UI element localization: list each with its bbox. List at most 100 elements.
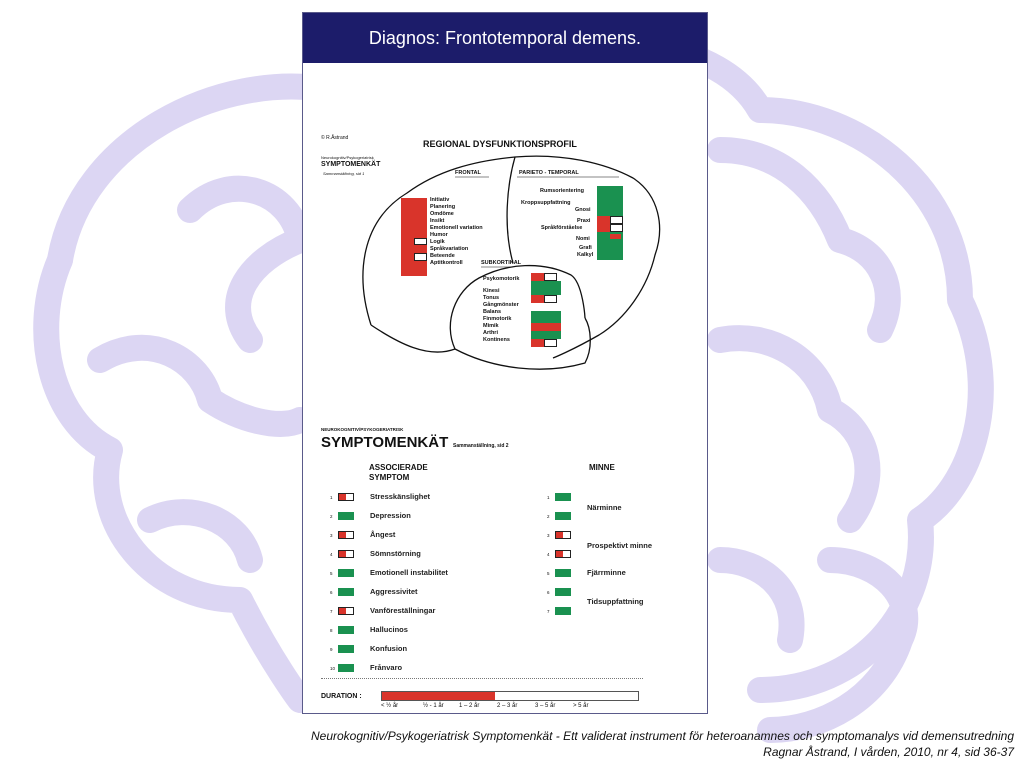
sub-bar-2 <box>531 281 561 295</box>
duration-tick-label: 2 – 3 år <box>497 703 518 709</box>
form1-name: SYMPTOMENKÄT <box>321 161 381 168</box>
assoc-label: Frånvaro <box>370 663 403 672</box>
frontal-label-3: Omdöme <box>430 211 454 217</box>
frontal-bar-1 <box>401 198 427 238</box>
assoc-indicator <box>338 493 354 501</box>
minne-number: 5 <box>547 571 550 576</box>
assoc-indicator <box>338 531 354 539</box>
form2-subtitle: Sammanställning, sid 2 <box>453 443 509 449</box>
duration-tick-label: < ½ år <box>381 703 399 709</box>
frontal-heading: FRONTAL <box>455 170 481 176</box>
sub-label-1: Psykomotorik <box>483 276 520 282</box>
assoc-label: Sömnstörning <box>370 549 421 558</box>
assoc-label: Ångest <box>370 530 396 539</box>
parieto-bar-nomi-r <box>610 234 621 239</box>
assoc-number: 5 <box>330 571 333 576</box>
minne-indicator <box>555 512 571 520</box>
assoc-label: Stresskänslighet <box>370 492 431 501</box>
form2-name: SYMPTOMENKÄT <box>321 434 449 451</box>
sub-bar-3w <box>544 295 557 303</box>
sub-label-6: Finmotorik <box>483 316 512 322</box>
sub-bar-7w <box>544 339 557 347</box>
assoc-indicator <box>338 550 354 558</box>
assoc-label: Vanföreställningar <box>370 606 436 615</box>
parieto-label-7: Grafi <box>579 245 592 251</box>
caption-line-1: Neurokognitiv/Psykogeriatrisk Symptomenk… <box>311 729 1014 743</box>
minne-number: 1 <box>547 495 550 500</box>
parieto-bar-praxi-b <box>610 216 623 224</box>
assoc-indicator <box>338 645 354 653</box>
frontal-label-1: Initiativ <box>430 197 450 203</box>
sub-bar-1w <box>544 273 557 281</box>
assoc-indicator <box>338 569 354 577</box>
minne-indicator <box>555 493 571 501</box>
parieto-bar-green-top <box>597 186 623 216</box>
duration-tick-label: > 5 år <box>573 703 589 709</box>
minne-number: 3 <box>547 533 550 538</box>
slide-panel: Diagnos: Frontotemporal demens. © R.Åstr… <box>302 12 708 714</box>
parieto-label-4: Praxi <box>577 218 591 224</box>
frontal-label-7: Logik <box>430 239 445 245</box>
sub-bar-4 <box>531 311 561 323</box>
assoc-number: 2 <box>330 514 333 519</box>
form2-small-heading: NEUROKOGNITIV/PSYKOGERIATRISK <box>321 427 404 432</box>
sub-label-9: Kontinens <box>483 337 510 343</box>
frontal-label-10: Aptitkontroll <box>430 260 463 266</box>
subkortikal-heading: SUBKORTIKAL <box>481 260 522 266</box>
copyright-text: © R.Åstrand <box>321 135 349 141</box>
sub-label-3: Tonus <box>483 295 500 301</box>
minne-indicator <box>555 569 571 577</box>
minne-number: 4 <box>547 552 550 557</box>
assoc-indicator <box>338 626 354 634</box>
parieto-label-8: Kalkyl <box>577 252 594 258</box>
assoc-number: 3 <box>330 533 333 538</box>
minne-label-4: Tidsuppfattning <box>587 597 644 606</box>
caption: Neurokognitiv/Psykogeriatrisk Symptomenk… <box>311 728 1014 760</box>
assoc-indicator <box>338 588 354 596</box>
frontal-label-4: Insikt <box>430 218 445 224</box>
frontal-label-6: Humor <box>430 232 448 238</box>
parieto-bar-sprak <box>597 224 610 232</box>
minne-indicator <box>555 588 571 596</box>
duration-track <box>381 691 639 701</box>
frontal-bar-9 <box>401 253 414 261</box>
assoc-number: 7 <box>330 609 333 614</box>
sub-bar-1r <box>531 273 544 281</box>
assoc-label: Konfusion <box>370 644 408 653</box>
parieto-temporal-heading: PARIETO - TEMPORAL <box>519 170 579 176</box>
caption-line-2: Ragnar Åstrand, I vården, 2010, nr 4, si… <box>763 745 1014 759</box>
assoc-number: 9 <box>330 647 333 652</box>
sub-label-4: Gångmönster <box>483 302 519 308</box>
sub-bar-5 <box>531 323 561 331</box>
assoc-indicator <box>338 512 354 520</box>
frontal-label-5: Emotionell variation <box>430 225 483 231</box>
parieto-label-1: Rumsorientering <box>540 188 585 194</box>
assoc-heading: ASSOCIERADE SYMPTOM <box>369 463 428 482</box>
duration-tick-label: 3 – 5 år <box>535 703 556 709</box>
minne-label-2: Prospektivt minne <box>587 541 653 550</box>
minne-heading: MINNE <box>589 463 615 472</box>
assoc-indicator <box>338 664 354 672</box>
duration-fill <box>382 692 495 700</box>
duration-tick-label: 1 – 2 år <box>459 703 480 709</box>
frontal-bars <box>401 198 427 276</box>
assoc-label: Aggressivitet <box>370 587 418 596</box>
frontal-bar-8 <box>401 245 427 253</box>
assoc-number: 1 <box>330 495 333 500</box>
minne-label-3: Fjärrminne <box>587 568 626 577</box>
frontal-bar-10 <box>401 261 427 276</box>
minne-indicator <box>555 531 571 539</box>
sub-bar-3r <box>531 295 544 303</box>
assoc-indicator <box>338 607 354 615</box>
frontal-label-8: Språkvariation <box>430 246 469 252</box>
slide-title: Diagnos: Frontotemporal demens. <box>303 13 707 63</box>
sub-label-2: Kinesi <box>483 288 500 294</box>
parieto-bar-sprak-b <box>610 224 623 232</box>
form1-small-heading: Neurokognitiv/Psykogeriatrisk <box>321 155 374 160</box>
frontal-label-2: Planering <box>430 204 456 210</box>
sub-bar-6 <box>531 331 561 339</box>
parieto-label-5: Språkförståelse <box>541 225 583 231</box>
parieto-label-2: Kroppsuppfattning <box>521 200 571 206</box>
assoc-label: Hallucinos <box>370 625 408 634</box>
sub-label-7: Mimik <box>483 323 499 329</box>
